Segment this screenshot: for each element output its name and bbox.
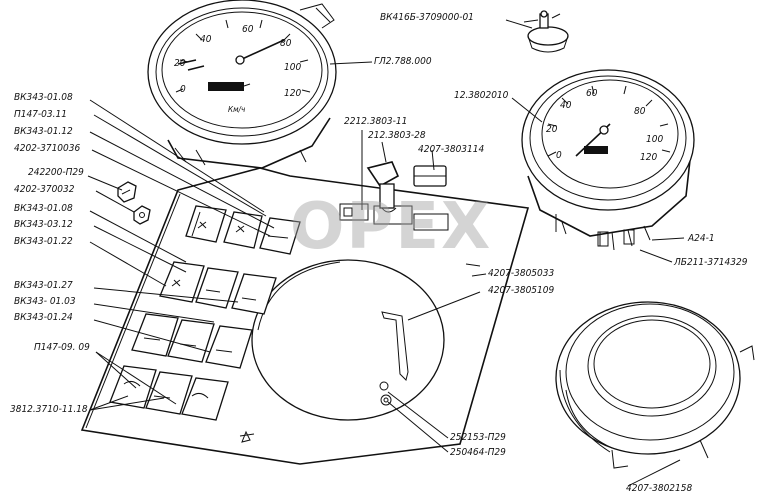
label-vk343-0108b: ВК343-01.08 [14,203,73,214]
speedometer-large [147,0,337,169]
gauge-large-tick-80: 80 [280,38,292,49]
sensor-vk416 [523,10,569,53]
label-p147-0311: П147-03.11 [14,109,67,120]
label-4207-3805033: 4207-3805033 [488,268,555,279]
gauge-small-tick-80: 80 [634,106,646,117]
gauge-small-tick-120: 120 [640,152,658,163]
label-vk343-0127: ВК343-01.27 [14,280,73,291]
label-252153: 252153-П29 [450,432,506,443]
label-vk343-0124: ВК343-01.24 [14,312,73,323]
gauge-small-tick-40: 40 [560,100,572,111]
switch-row-3 [131,313,253,369]
gauge-large-tick-60: 60 [242,24,254,35]
gauge-small-tick-20: 20 [546,124,558,135]
gauge-large-tick-0: 0 [180,84,186,95]
label-vk4165: ВК416Б-3709000-01 [380,12,474,23]
gauge-right [521,69,695,251]
watermark: OPEX [290,190,493,264]
label-4207-3805109: 4207-3805109 [488,285,555,296]
label-vk343-0108: ВК343-01.08 [14,92,73,103]
label-2212: 2212.3803-11 [344,116,408,127]
gauge-large-unit: Км/ч [228,105,246,114]
label-vk343-0103: ВК343- 01.03 [14,296,76,307]
gauge-large-tick-20: 20 [174,58,186,69]
fasteners [117,181,151,225]
gauge-small-tick-60: 60 [586,88,598,99]
label-lb211: ЛБ211-3714329 [674,257,748,268]
label-212: 212.3803-28 [368,130,426,141]
label-vk343-0112: ВК343-01.12 [14,126,73,137]
gauge-small-tick-0: 0 [556,150,562,161]
panel-plate [80,161,530,465]
switch-row-4 [109,365,229,421]
switch-row-2 [159,261,277,315]
gauge-large-tick-100: 100 [284,62,302,73]
label-p147-0909: П147-09. 09 [34,342,90,353]
label-4207-3803114: 4207-3803114 [418,144,485,155]
switch-row-1 [185,205,301,255]
label-vk343-0312: ВК343-03.12 [14,219,73,230]
label-242200: 242200-П29 [28,167,84,178]
label-250464: 250464-П29 [450,447,506,458]
label-4207-3802158: 4207-3802158 [626,483,693,494]
label-a24: А24-1 [688,233,715,244]
leader-lines [87,19,685,487]
gauge-small-tick-100: 100 [646,134,664,145]
label-12-3802010: 12.3802010 [454,90,509,101]
bezel-ring [555,301,755,469]
label-4202-370032: 4202-370032 [14,184,75,195]
gauge-large-tick-120: 120 [284,88,302,99]
label-3812: 3812.3710-11.18 [10,404,88,415]
label-4202-3710036: 4202-3710036 [14,143,81,154]
label-gl2788: ГЛ2.788.000 [374,56,432,67]
gauge-large-tick-40: 40 [200,34,212,45]
label-vk343-0122: ВК343-01.22 [14,236,73,247]
